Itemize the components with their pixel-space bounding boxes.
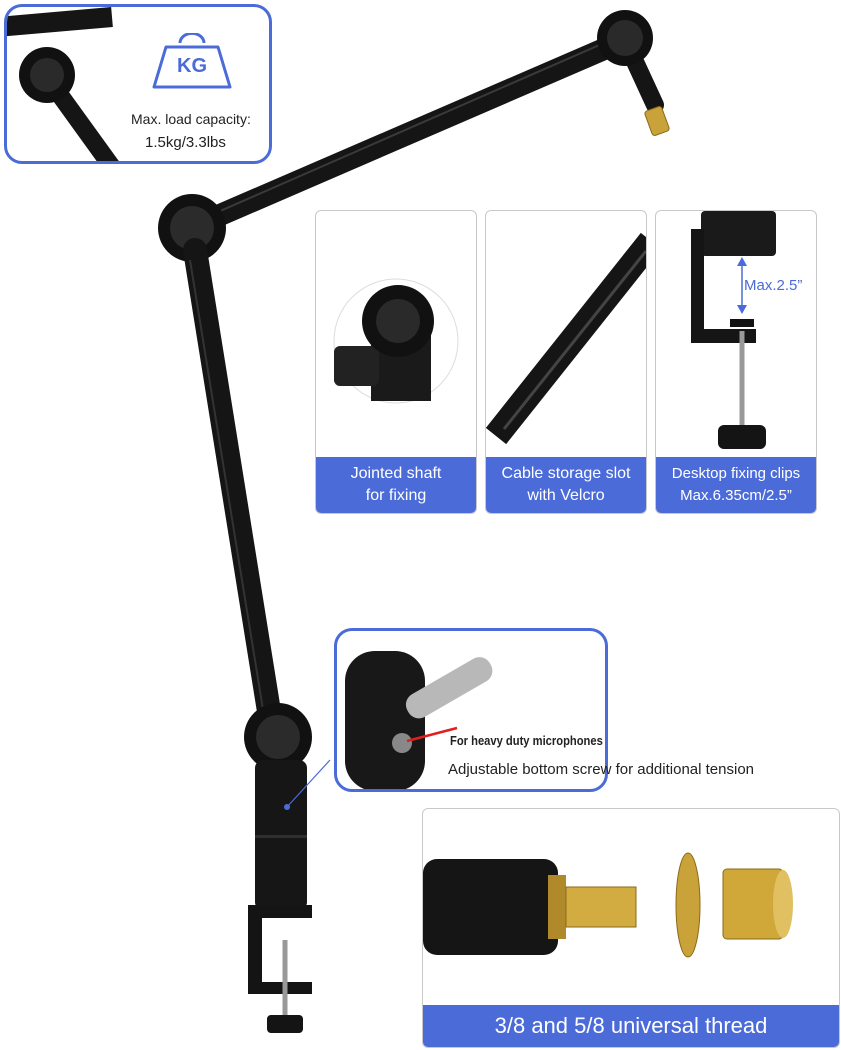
load-capacity-panel: KG Max. load capacity: 1.5kg/3.3lbs bbox=[4, 4, 272, 164]
load-title: Max. load capacity: bbox=[131, 111, 251, 127]
caption-line: Jointed shaft bbox=[350, 465, 442, 482]
mic-screw-mount bbox=[644, 106, 670, 136]
thread-detail-image bbox=[423, 852, 793, 958]
caption-line: for fixing bbox=[365, 487, 427, 504]
feature-card-desk-clamp: Max.2.5” Desktop fixing clips Max.6.35cm… bbox=[655, 210, 817, 514]
upper-arm-highlight bbox=[194, 35, 621, 223]
feature-card-cable-slot: Cable storage slot with Velcro bbox=[485, 210, 647, 514]
callout-arrow bbox=[406, 726, 458, 743]
clamp-knob bbox=[267, 1015, 303, 1033]
screw-description: Adjustable bottom screw for additional t… bbox=[448, 761, 755, 778]
lower-arm-tube bbox=[183, 238, 284, 742]
caption-line: with Velcro bbox=[527, 487, 605, 504]
thread-detail-card: 3/8 and 5/8 universal thread bbox=[422, 808, 840, 1048]
feature-caption: Cable storage slot with Velcro bbox=[486, 457, 646, 513]
bottom-screw-panel bbox=[334, 628, 608, 792]
feature-caption: Jointed shaft for fixing bbox=[316, 457, 476, 513]
thread-caption: 3/8 and 5/8 universal thread bbox=[423, 1005, 839, 1047]
desk-clamp bbox=[248, 905, 312, 994]
caption-line: Max.6.35cm/2.5” bbox=[680, 487, 792, 504]
cable-slot-image bbox=[486, 232, 646, 445]
jointed-shaft-image bbox=[333, 278, 459, 404]
feature-card-jointed-shaft: Jointed shaft for fixing bbox=[315, 210, 477, 514]
caption-line: Cable storage slot bbox=[501, 465, 631, 482]
kg-weight-icon: KG bbox=[150, 33, 234, 89]
upper-arm-tube bbox=[179, 29, 636, 239]
clamp-dimension-label: Max.2.5” bbox=[744, 277, 803, 294]
feature-caption: Desktop fixing clips Max.6.35cm/2.5” bbox=[656, 457, 816, 513]
bottom-screw-image bbox=[345, 651, 493, 789]
kg-label: KG bbox=[177, 55, 207, 77]
load-detail-image bbox=[7, 7, 119, 161]
caption-line: Desktop fixing clips bbox=[671, 465, 801, 482]
load-value: 1.5kg/3.3lbs bbox=[145, 134, 226, 151]
screw-callout: For heavy duty microphones bbox=[450, 733, 603, 748]
callout-line bbox=[286, 759, 331, 808]
desk-clamp-image bbox=[691, 211, 776, 449]
